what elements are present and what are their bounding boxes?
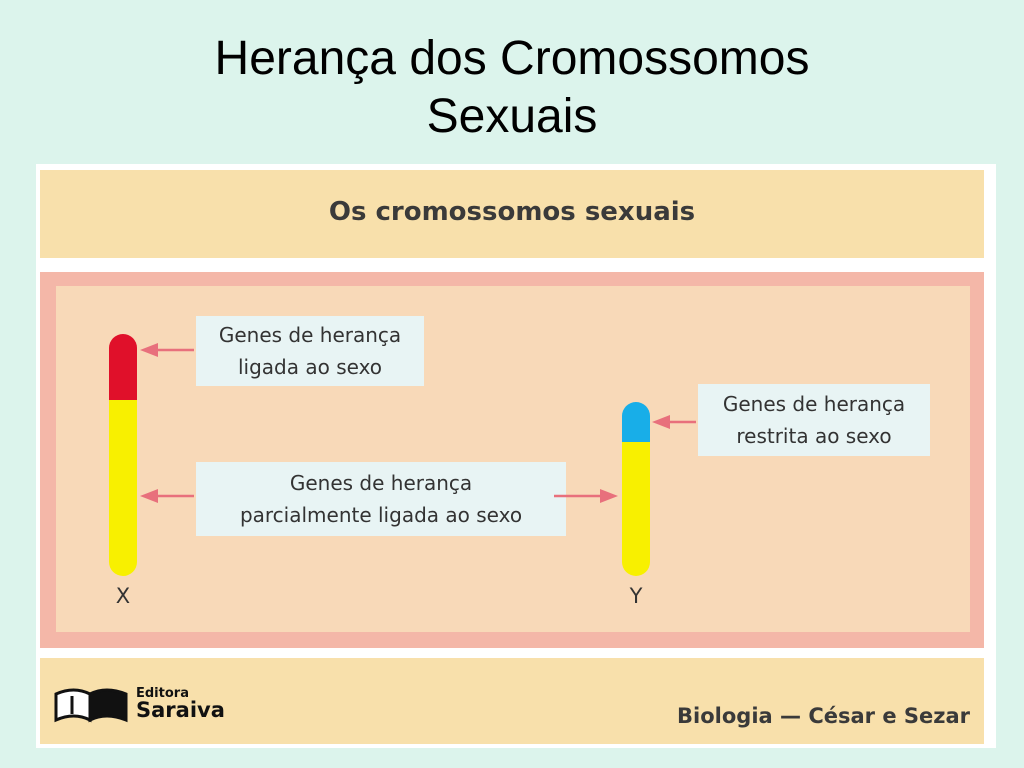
diagram-panel: X Y Genes de herança ligada ao sexo Gene… [56,286,970,632]
callout-restricted-line2: restrita ao sexo [736,424,892,448]
slide-title-line2: Sexuais [426,90,598,143]
figure-header: Os cromossomos sexuais [40,170,984,258]
arrows [140,343,696,503]
publisher-logo: Editora Saraiva [52,684,225,724]
callout-linked-line2: ligada ao sexo [237,355,383,379]
y-chromosome [622,402,650,576]
publisher-name: Saraiva [136,698,225,722]
callout-partial-line1: Genes de herança [289,471,473,495]
slide-title-line1: Herança dos Cromossomos [214,32,810,85]
x-chromosome-linked-region [109,334,137,400]
arrow-to-y-partial [554,489,618,503]
x-chromosome [109,334,137,576]
y-chromosome-restricted-region [622,402,650,442]
arrow-to-x-partial [140,489,194,503]
x-chromosome-label: X [115,584,131,608]
book-credit: Biologia — César e Sezar [677,704,970,728]
x-chromosome-partial-region [109,400,137,576]
figure-body: X Y Genes de herança ligada ao sexo Gene… [40,272,984,648]
callout-restricted-line1: Genes de herança [722,392,906,416]
figure-title: Os cromossomos sexuais [328,197,696,227]
callout-partial-genes: Genes de herança parcialmente ligada ao … [196,462,566,536]
callout-restricted-genes: Genes de herança restrita ao sexo [698,384,930,456]
figure-footer: Editora Saraiva Biologia — César e Sezar [40,658,984,744]
callout-linked-line1: Genes de herança [218,323,402,347]
y-chromosome-partial-region [622,442,650,576]
callout-linked-genes: Genes de herança ligada ao sexo [196,316,424,386]
callout-partial-line2: parcialmente ligada ao sexo [239,503,523,527]
y-chromosome-label: Y [629,584,643,608]
slide-title: Herança dos Cromossomos Sexuais [0,30,1024,146]
arrow-to-y-restricted [652,415,696,429]
arrow-to-x-linked [140,343,194,357]
figure: Os cromossomos sexuais X Y Genes de hera… [36,164,996,748]
book-icon [54,688,128,723]
publisher-label: Editora [136,686,189,701]
